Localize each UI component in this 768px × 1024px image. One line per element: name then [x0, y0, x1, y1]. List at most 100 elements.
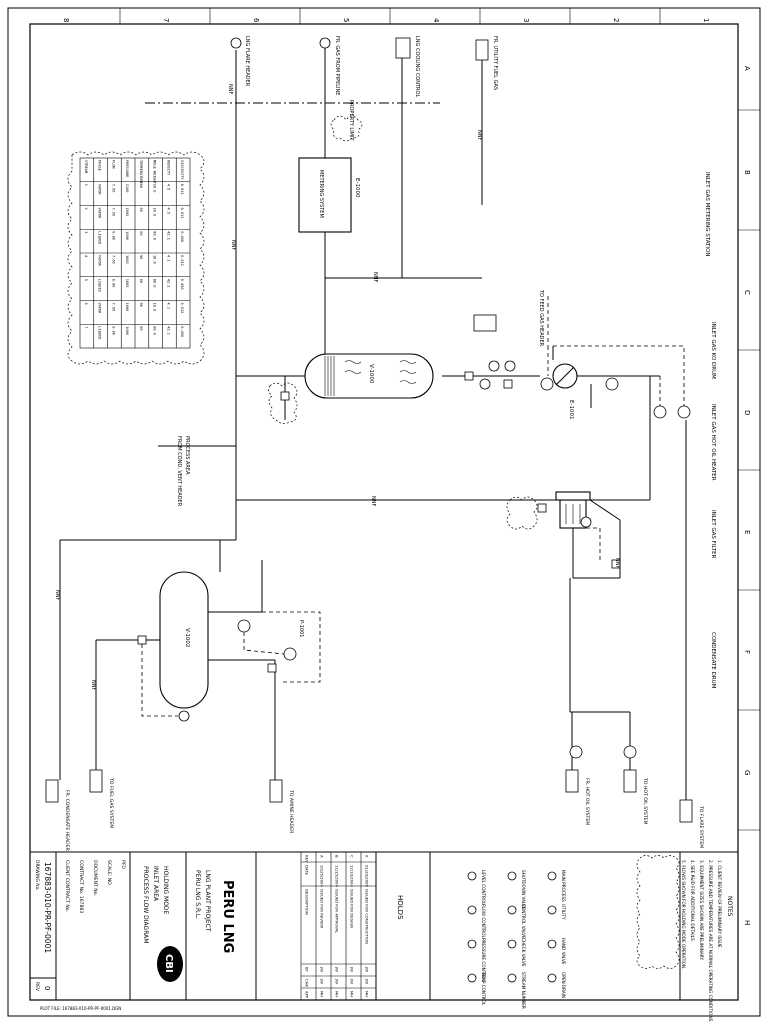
process-area-label: PROCESS AREA — [184, 436, 190, 475]
notes-block: NOTES 1. CLIENT REVIEW OF PRELIMINARY IS… — [681, 860, 733, 1023]
legend-symbol — [467, 905, 477, 915]
legend-symbol — [507, 939, 517, 949]
legend-item: STREAM NUMBER — [521, 972, 526, 1009]
table-cell: FLOW — [111, 160, 115, 169]
equipment-title: INLET GAS HOT OIL HEATER — [710, 404, 716, 481]
offsheet-label: TO FUEL GAS SYSTEM — [108, 777, 114, 828]
grid-col: 2 — [612, 18, 620, 22]
offsheet-label: TO FEED GAS HEADER — [538, 289, 544, 347]
revision-header: BY — [305, 967, 310, 972]
grid-row: B — [743, 170, 751, 175]
table-cell: TEMPERATURE — [139, 160, 143, 184]
equipment-titles: INLET GAS METERING STATION INLET GAS KO … — [704, 172, 716, 689]
separator-internals — [324, 356, 417, 396]
revision-cell: A — [320, 855, 325, 858]
table-cell: 4.1 — [166, 303, 170, 310]
legend-item: TEMP CONTROL — [481, 971, 486, 1006]
table-cell: 4.5 — [166, 208, 170, 215]
table-cell: LIQUID — [98, 279, 102, 292]
filter-lines — [569, 376, 651, 770]
legend-item: LEVEL CONTROL — [481, 870, 486, 905]
table-cell: 0.012 — [180, 303, 184, 314]
table-cell: 18.0 — [153, 184, 157, 193]
grid-col: 5 — [342, 18, 350, 22]
legend-symbol — [507, 871, 517, 881]
line-label: NNF — [476, 130, 482, 140]
table-cell: 1 — [84, 184, 88, 186]
line-label: NNF — [90, 680, 96, 690]
revision-cell: JW — [320, 978, 325, 984]
contract-fields: CLIENT CONTRACT No. CONTRACT No. 167883 … — [64, 860, 126, 913]
offsheet-label: FROM COND. VENT HEADER — [176, 436, 182, 507]
control-signal — [553, 345, 685, 406]
cbi-logo-text: CBI — [163, 954, 174, 973]
grid-column-labels: 8 7 6 5 4 3 2 1 — [62, 18, 710, 23]
control-signal — [243, 632, 285, 655]
revision-cell: JW — [365, 978, 370, 984]
drum-instruments — [137, 619, 297, 722]
client-sub-1: PERU LNG S.R.L. — [194, 870, 201, 919]
equipment-title: CONDENSATE DRUM — [710, 632, 716, 689]
revision-cell: MH — [350, 991, 355, 997]
offsheet-label: LNG FLARE HEADER — [244, 36, 250, 87]
table-cell: 42.1 — [166, 231, 170, 240]
revision-cell: 0 — [365, 855, 370, 858]
client-contract-field: CLIENT CONTRACT No. — [64, 860, 70, 912]
top-process-lines — [235, 48, 650, 501]
control-signal — [586, 527, 601, 560]
table-cell: 1090 — [125, 231, 129, 240]
grid-col: 6 — [252, 18, 260, 23]
heat-balance-table: STREAM1234567PHASEVAPORVAPORLIQUIDVAPORL… — [67, 151, 205, 365]
table-cell: MOLE WEIGHT — [153, 160, 157, 185]
table-cell: VAPOR — [98, 303, 102, 315]
offsheet-label: LNG COOLING CONTROL — [414, 36, 420, 97]
revision-header: APP — [305, 991, 310, 999]
note-item: 3. EQUIPMENT SIZES SHOWN ARE PRELIMINARY… — [699, 860, 704, 960]
note-item: 4. SEE P&ID FOR ADDITIONAL DETAILS. — [690, 860, 695, 942]
table-cell: 18.0 — [153, 255, 157, 264]
temp-element — [473, 314, 497, 332]
revision-cell: ISSUED FOR APPROVAL — [335, 889, 340, 934]
table-cell: 0.450 — [180, 326, 184, 337]
table-cell: 5 — [84, 279, 88, 281]
table-cell: 4 — [84, 255, 88, 257]
table-cell: VISCOSITY — [180, 160, 184, 180]
table-cell: 7.66 — [111, 184, 115, 193]
table-cell: 1085 — [125, 255, 129, 264]
title-line-1: PROCESS FLOW DIAGRAM — [142, 866, 149, 943]
equipment-tag: E-1000 — [354, 178, 360, 198]
revision-cell: JW — [335, 966, 340, 972]
table-cell: 0.450 — [180, 231, 184, 242]
grid-row: D — [743, 410, 751, 415]
bottom-offsheet-connectors — [45, 745, 693, 823]
revision-cell: 10/25/2004 — [320, 865, 325, 887]
drum-lines — [59, 500, 276, 780]
legend-symbol — [547, 973, 557, 983]
cbi-logo — [157, 946, 183, 982]
grid-ticks — [119, 8, 760, 831]
top-offsheet-labels: LNG FLARE HEADER FR. GAS FROM PIPELINE L… — [244, 36, 498, 97]
legend-item: OPEN DRAIN — [561, 972, 566, 998]
table-cell: 0.450 — [180, 279, 184, 290]
legend-item: CONTROL VALVE — [521, 904, 526, 939]
revision-cell: JW — [350, 978, 355, 984]
table-cell: STREAM — [84, 160, 88, 174]
table-cell: 42.1 — [166, 279, 170, 288]
document-field: DOCUMENT No. — [92, 860, 98, 896]
drawing-title: PROCESS FLOW DIAGRAM INLET AREA HOLDING … — [142, 866, 169, 943]
legend-symbol — [507, 973, 517, 983]
control-signal — [141, 644, 178, 717]
table-cell: 60 — [139, 279, 143, 283]
table-cell: 7.66 — [111, 303, 115, 312]
table-cell: 4.5 — [166, 184, 170, 191]
peru-lng-logo-text: PERU LNG — [220, 880, 235, 953]
legend-symbol — [547, 905, 557, 915]
note-item: 5. FLOWS SHOWN FOR HOLDING MODE OPERATIO… — [681, 860, 686, 969]
table-cell: 60 — [139, 326, 143, 330]
pfd-field: PFD — [120, 860, 126, 869]
revision-cell: B — [335, 855, 340, 858]
table-cell: LIQUID — [98, 231, 102, 244]
revision-header: DESCRIPTION — [305, 889, 310, 915]
